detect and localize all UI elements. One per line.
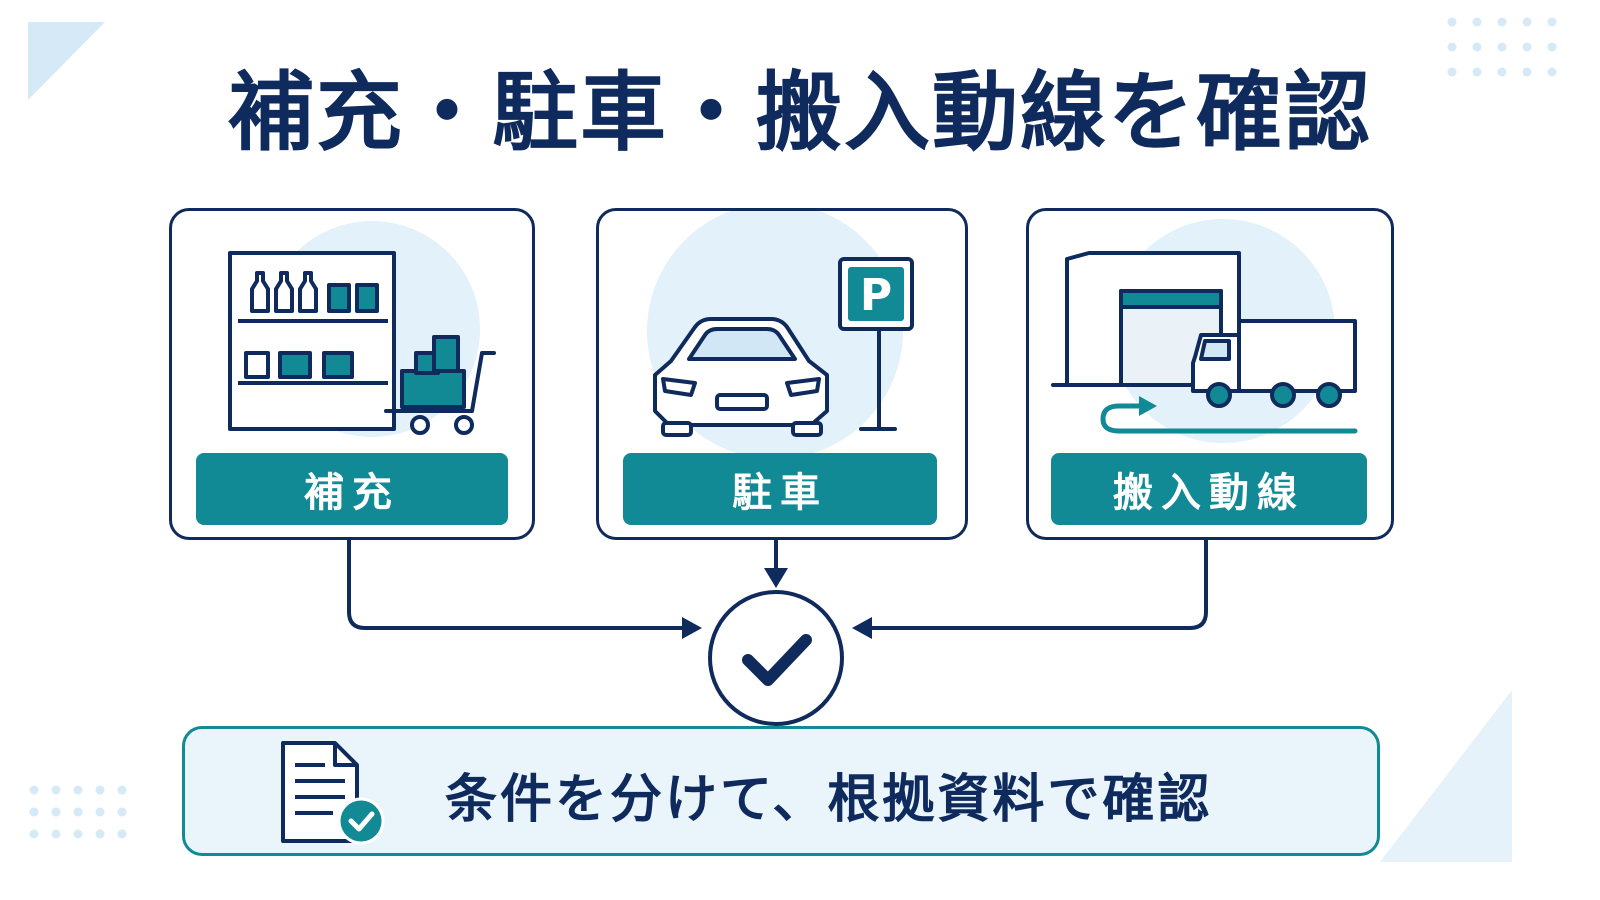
decor-dot	[117, 807, 127, 817]
decor-dot	[117, 785, 127, 795]
decor-dot	[117, 829, 127, 839]
card-label-delivery-route: 搬入動線	[1051, 453, 1367, 525]
warehouse-truck-icon	[1051, 219, 1358, 443]
decor-dot	[1447, 42, 1457, 52]
decor-dot	[51, 807, 61, 817]
decor-dot	[95, 785, 105, 795]
document-check-icon	[281, 741, 385, 845]
arrowhead-right	[852, 617, 872, 639]
decor-dot	[1497, 67, 1507, 77]
dot-grid-top-right	[1447, 17, 1557, 77]
decor-dot	[73, 829, 83, 839]
car-parking-icon: P	[647, 211, 914, 459]
decor-dot	[73, 785, 83, 795]
decor-dot	[29, 807, 39, 817]
card-label-parking: 駐車	[623, 453, 937, 525]
decor-dot	[1547, 42, 1557, 52]
decor-dot	[1497, 42, 1507, 52]
connector-right	[868, 538, 1208, 630]
arrowhead-center	[764, 568, 788, 588]
arrowhead-left	[682, 617, 702, 639]
card-parking: P 駐車	[596, 208, 968, 540]
corner-triangle-bottom-right	[1380, 690, 1512, 862]
card-label-replenishment: 補充	[196, 453, 508, 525]
decor-dot	[1472, 67, 1482, 77]
decor-dot	[29, 829, 39, 839]
card-replenishment: 補充	[169, 208, 535, 540]
card-delivery-route: 搬入動線	[1026, 208, 1394, 540]
checkmark-icon	[742, 634, 812, 686]
decor-dot	[1472, 42, 1482, 52]
decor-dot	[1447, 17, 1457, 27]
corner-triangle-top-left	[28, 22, 105, 100]
decor-dot	[51, 829, 61, 839]
decor-dot	[1522, 17, 1532, 27]
decor-dot	[1547, 67, 1557, 77]
decor-dot	[51, 785, 61, 795]
decor-dot	[29, 785, 39, 795]
decor-dot	[1447, 67, 1457, 77]
summary-text: 条件を分けて、根拠資料で確認	[445, 769, 1213, 830]
summary-box: 条件を分けて、根拠資料で確認	[182, 726, 1380, 856]
decor-dot	[1472, 17, 1482, 27]
decor-dot	[1522, 42, 1532, 52]
connector-lines	[347, 538, 1208, 630]
dot-grid-bottom-left	[29, 785, 127, 839]
decor-dot	[95, 807, 105, 817]
decor-dot	[73, 807, 83, 817]
decor-dot	[95, 829, 105, 839]
decor-dot	[1497, 17, 1507, 27]
confirm-check-circle	[708, 590, 844, 726]
decor-dot	[1522, 67, 1532, 77]
connector-left	[347, 538, 690, 630]
parking-sign-letter: P	[860, 270, 892, 321]
page-title: 補充・駐車・搬入動線を確認	[228, 63, 1372, 163]
decor-dot	[1547, 17, 1557, 27]
shelf-cart-icon	[228, 221, 496, 437]
route-arrow	[1100, 403, 1358, 434]
